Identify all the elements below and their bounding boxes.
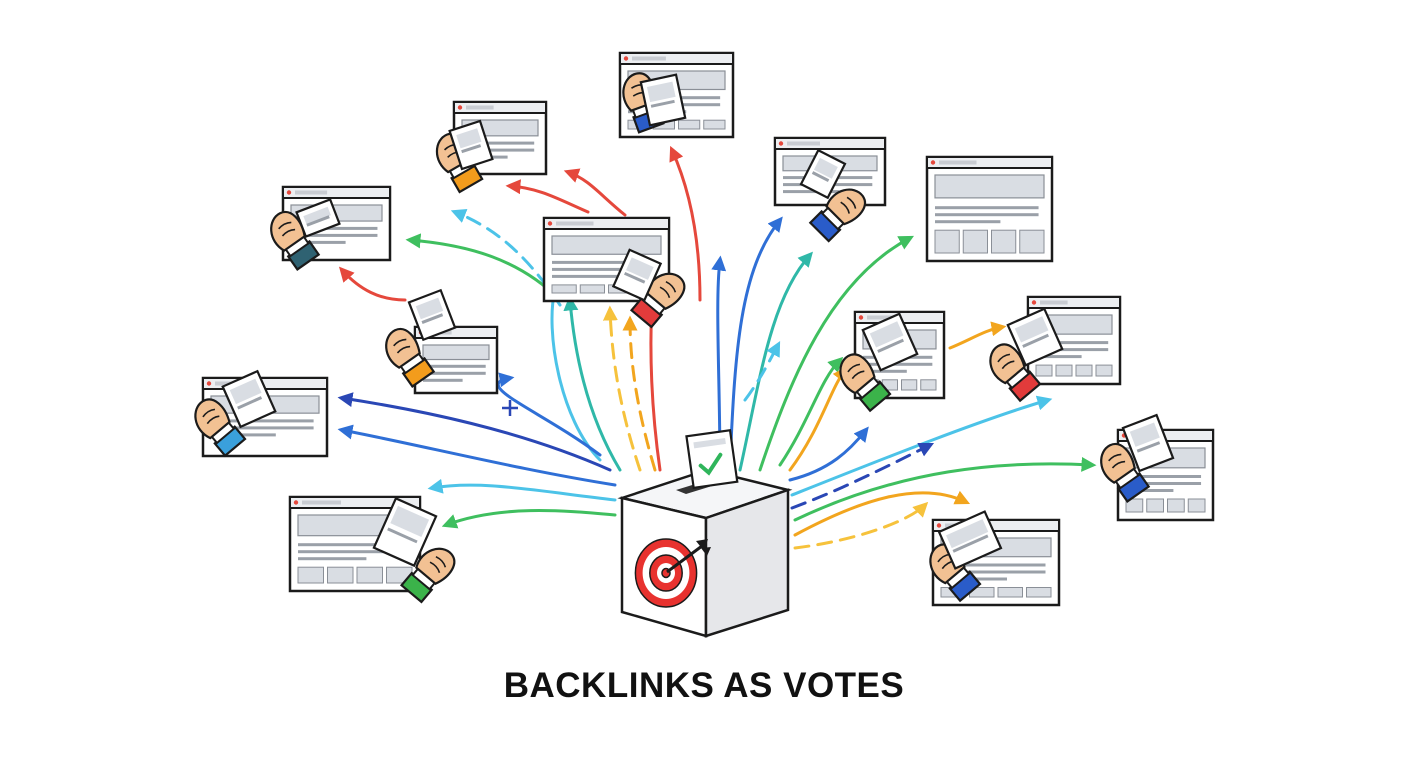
plus-icon	[502, 400, 518, 416]
vote-arrow	[793, 501, 929, 550]
window-dot-icon	[293, 500, 299, 505]
website-right-2	[989, 295, 1122, 403]
vote-arrow	[738, 251, 813, 472]
vote-arrow	[602, 305, 642, 472]
vote-arrow	[778, 356, 844, 467]
window-dot-icon	[206, 381, 212, 386]
vote-arrow	[790, 442, 935, 510]
vote-arrow	[337, 424, 617, 487]
website-lower-left	[288, 495, 456, 604]
ballot-box	[617, 428, 793, 638]
dart-icon	[666, 544, 703, 574]
website-upper-right-1	[773, 136, 887, 243]
website-right-1	[839, 310, 946, 413]
vote-arrow	[405, 233, 562, 302]
vote-card	[407, 288, 457, 342]
vote-arrow	[788, 426, 869, 482]
vote-card	[295, 197, 341, 239]
vote-arrow	[496, 372, 602, 457]
box-side	[704, 488, 790, 638]
voting-hand	[989, 343, 1042, 403]
voting-hand	[1100, 442, 1151, 503]
vote-arrow	[545, 285, 602, 462]
voting-hand	[385, 327, 436, 388]
vote-arrow	[338, 266, 407, 302]
vote-arrow	[563, 168, 627, 217]
vote-card	[221, 369, 277, 429]
vote-card	[639, 73, 687, 127]
vote-arrow	[505, 179, 590, 214]
window-dot-icon	[286, 190, 292, 195]
vote-card	[861, 312, 919, 372]
vote-arrow	[948, 321, 1007, 350]
vote-card	[1121, 413, 1175, 473]
website-top-center	[618, 51, 735, 139]
vote-arrow	[743, 341, 781, 402]
vote-arrow	[728, 216, 783, 467]
window-dot-icon	[1031, 300, 1037, 305]
vote-arrow	[427, 478, 617, 502]
website-upper-left	[435, 100, 548, 194]
vote-arrow	[758, 235, 914, 472]
vote-arrow	[622, 315, 657, 472]
website-left-3	[194, 369, 329, 458]
vote-arrow	[790, 395, 1053, 497]
voting-hand	[194, 398, 247, 458]
website-left-1	[270, 185, 392, 271]
voting-hand	[808, 188, 867, 243]
diagram-title: BACKLINKS AS VOTES	[503, 666, 905, 705]
vote-card	[372, 496, 438, 568]
window-dot-icon	[858, 315, 864, 320]
voting-hand	[839, 353, 892, 413]
vote-arrow	[450, 208, 562, 307]
window-dot-icon	[623, 56, 629, 61]
vote-arrow	[669, 145, 702, 302]
window-dot-icon	[930, 160, 936, 165]
website-center-voter	[542, 216, 686, 329]
vote-card	[611, 248, 663, 302]
vote-arrow	[793, 456, 1097, 522]
window-dot-icon	[547, 221, 553, 226]
vote-arrow	[337, 392, 612, 472]
window-dot-icon	[778, 141, 784, 146]
website-left-2	[385, 288, 499, 395]
target-icon	[634, 538, 711, 608]
window-dot-icon	[936, 523, 942, 528]
window-dot-icon	[457, 105, 463, 110]
checkmark-icon	[698, 452, 723, 476]
vote-arrow	[563, 295, 622, 472]
vote-arrow	[441, 509, 617, 529]
vote-card	[448, 119, 494, 171]
ballot-paper	[685, 428, 739, 490]
vote-arrow	[788, 366, 848, 472]
vote-arrow	[793, 490, 971, 537]
website-upper-right-2	[925, 155, 1054, 263]
vote-card	[799, 148, 847, 200]
website-group	[194, 51, 1215, 607]
website-right-3	[1100, 413, 1215, 522]
website-lower-right	[929, 510, 1061, 607]
vote-card	[1006, 307, 1064, 367]
vote-card	[937, 510, 1003, 570]
voting-hand	[399, 547, 456, 604]
